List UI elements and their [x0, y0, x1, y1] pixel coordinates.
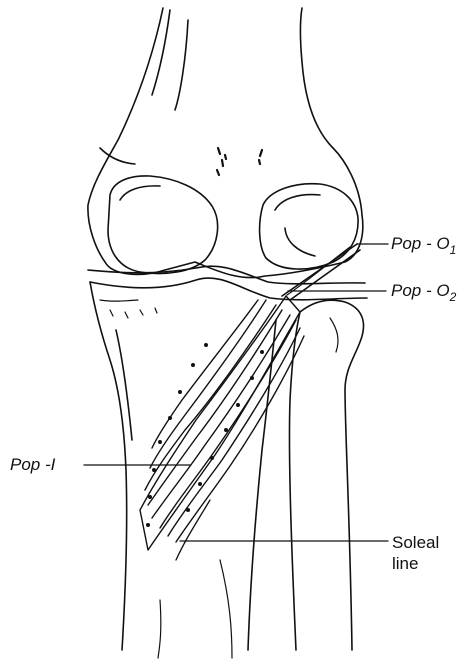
femur-inner-line-2	[152, 10, 170, 95]
label-soleal-line: Soleal line	[392, 532, 452, 574]
femur-inner-line	[175, 20, 188, 110]
fibula-head	[300, 300, 364, 650]
label-pop-o1: Pop - O1	[391, 235, 456, 252]
soleal-line-line2: line	[392, 553, 452, 574]
label-pop-i: Pop -I	[10, 456, 55, 473]
soleal-line-line1: Soleal	[392, 532, 452, 553]
lateral-condyle	[260, 184, 359, 269]
tibia-left-inner	[116, 330, 132, 440]
popliteus-muscle	[140, 296, 304, 550]
intercondylar-marks	[217, 148, 262, 175]
medial-condyle	[108, 176, 218, 274]
tibial-plateau	[90, 278, 367, 300]
femur-outline	[88, 8, 363, 278]
label-pop-o2: Pop - O2	[391, 282, 456, 299]
tibia-right-edge	[248, 320, 276, 650]
tibia-left-edge	[90, 282, 127, 650]
soleal-line-mark	[176, 500, 210, 560]
